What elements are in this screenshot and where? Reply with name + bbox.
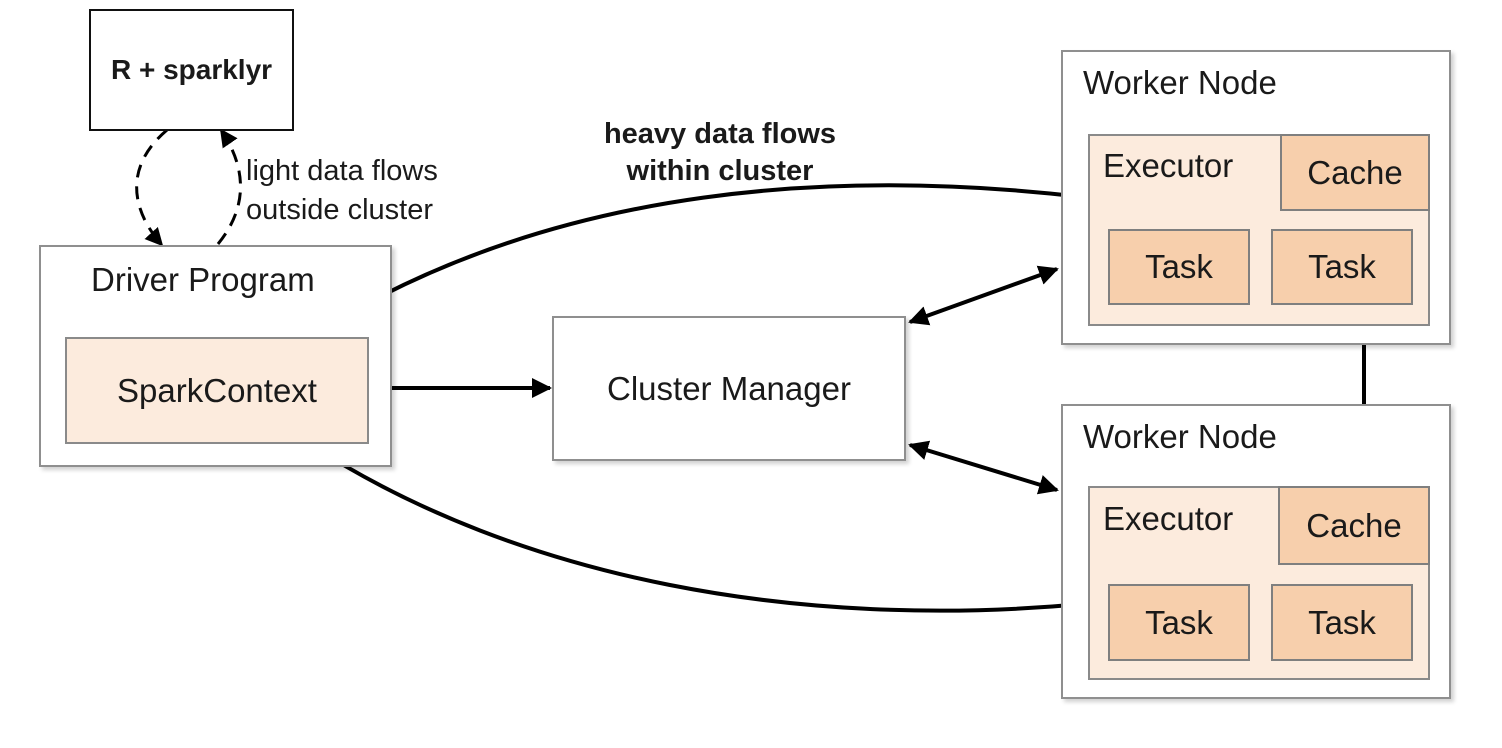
driver-program-title: Driver Program bbox=[91, 261, 315, 298]
task-2b-label: Task bbox=[1308, 603, 1376, 641]
light-flow-note-line-1: light data flows bbox=[246, 155, 438, 187]
task-2a-box: Task bbox=[1108, 584, 1250, 661]
heavy-flow-arrow-worker-2 bbox=[309, 443, 1085, 616]
worker-node-1-title: Worker Node bbox=[1083, 64, 1277, 101]
driver-program-box: Driver Program SparkContext bbox=[39, 245, 392, 467]
task-1b-box: Task bbox=[1271, 229, 1413, 305]
worker-node-2: Worker Node Executor Cache Task Task bbox=[1061, 404, 1451, 699]
spark-context-label: SparkContext bbox=[117, 371, 317, 409]
cluster-manager-box: Cluster Manager bbox=[552, 316, 906, 461]
light-flow-note: light data flows outside cluster bbox=[246, 152, 438, 230]
heavy-flow-note: heavy data flows within cluster bbox=[560, 116, 880, 190]
task-1b-label: Task bbox=[1308, 248, 1376, 285]
executor-2-box: Executor Cache Task Task bbox=[1088, 486, 1430, 680]
worker-node-1: Worker Node Executor Cache Task Task bbox=[1061, 50, 1451, 345]
executor-2-label: Executor bbox=[1103, 500, 1234, 537]
heavy-flow-note-line-1: heavy data flows bbox=[603, 118, 837, 150]
cache-2-label: Cache bbox=[1306, 506, 1402, 544]
light-flow-note-line-2: outside cluster bbox=[246, 194, 433, 226]
r-sparklyr-box: R + sparklyr bbox=[89, 9, 294, 131]
cluster-manager-label: Cluster Manager bbox=[607, 369, 851, 407]
manager-worker-1-arrow bbox=[908, 265, 1059, 326]
executor-1-box: Executor Cache Task Task bbox=[1088, 134, 1430, 326]
worker-node-2-title: Worker Node bbox=[1083, 418, 1277, 455]
task-1a-label: Task bbox=[1145, 248, 1213, 285]
cache-1-box: Cache bbox=[1280, 134, 1430, 211]
r-sparklyr-label: R + sparklyr bbox=[110, 54, 273, 85]
light-flow-up-arrow bbox=[216, 128, 242, 245]
heavy-flow-arrow-worker-1 bbox=[312, 183, 1085, 336]
task-2a-label: Task bbox=[1145, 603, 1213, 641]
task-1a-box: Task bbox=[1108, 229, 1250, 305]
heavy-flow-note-line-2: within cluster bbox=[626, 155, 814, 187]
manager-worker-2-arrow bbox=[908, 440, 1059, 495]
cache-1-label: Cache bbox=[1307, 153, 1403, 191]
cache-2-box: Cache bbox=[1278, 486, 1430, 565]
executor-1-label: Executor bbox=[1103, 147, 1234, 184]
light-flow-down-arrow bbox=[135, 128, 168, 247]
spark-context-box: SparkContext bbox=[65, 337, 369, 444]
task-2b-box: Task bbox=[1271, 584, 1413, 661]
